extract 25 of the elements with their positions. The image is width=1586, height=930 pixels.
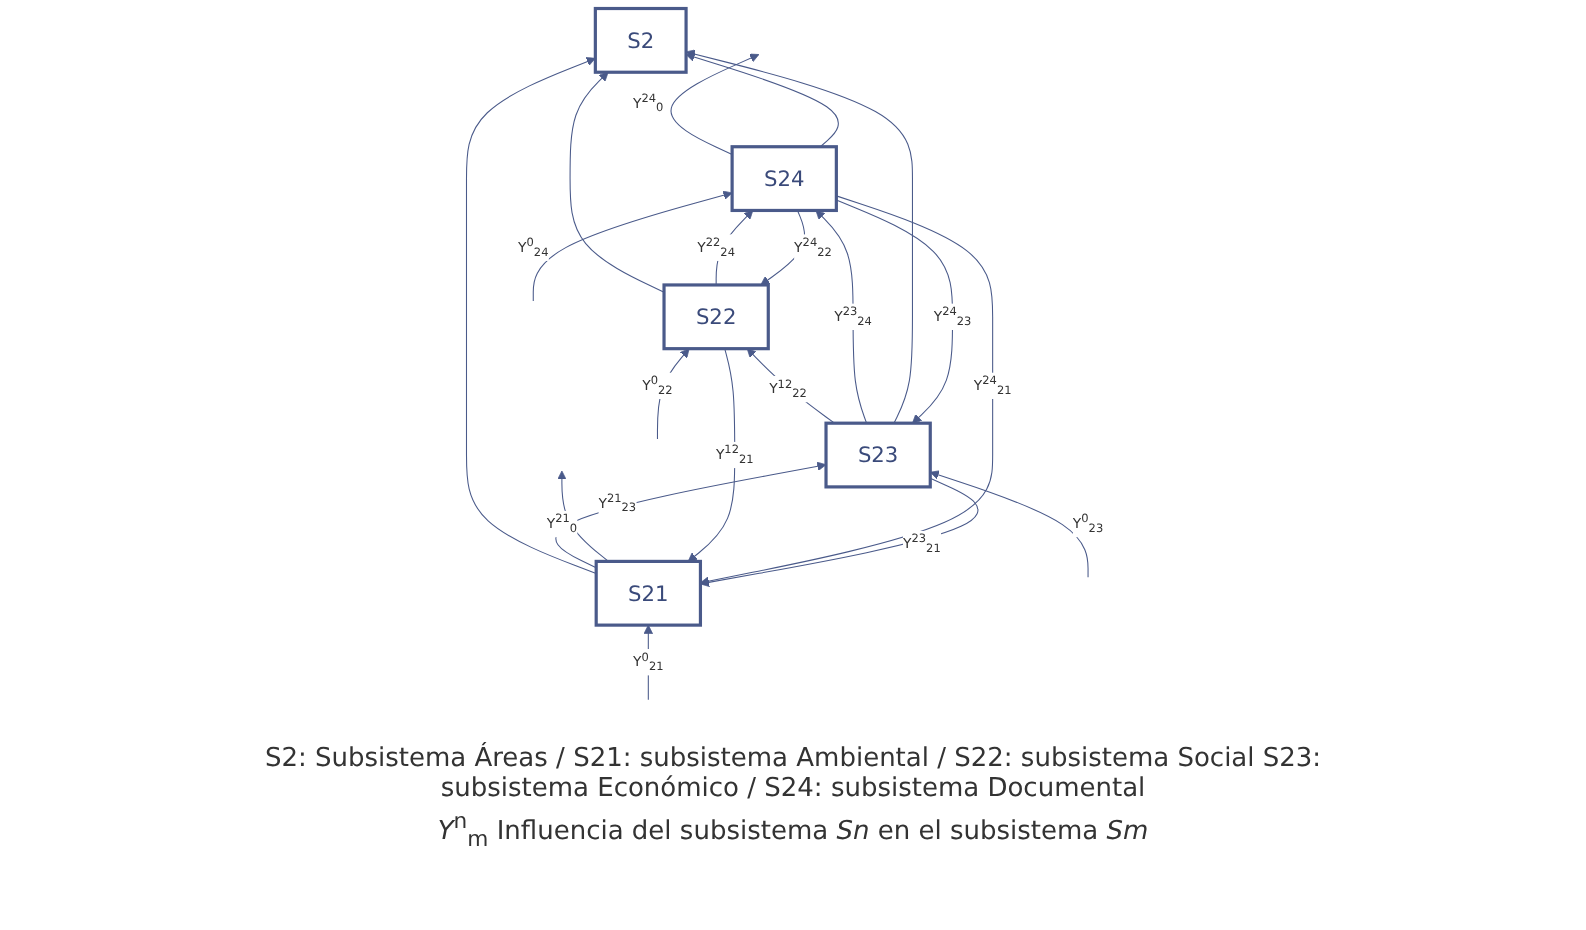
caption: S2: Subsistema Áreas / S21: subsistema Ambiental / S22: subsistema Social S23: subsistema Económico / S24: subsistema Documental [262,744,1324,804]
arrow [835,199,953,424]
arrow [670,53,760,155]
legend-note: Y$^{n}$$_{m}$ Influencia del subsistema Sn en el subsistema Sm [435,808,1151,852]
subsystem-box: S2 [593,6,688,74]
arrow [699,195,993,586]
arrow [815,210,867,424]
arrow [760,209,806,286]
subsystem-box: S22 [662,283,770,351]
subsystem-box: S24 [730,145,838,213]
arrow [685,52,839,148]
arrow [555,461,827,569]
arrow [685,49,913,424]
arrow [569,71,665,293]
subsystem-box: S21 [594,559,702,627]
arrow [532,190,733,302]
arrow [643,624,653,701]
subsystem-box: S23 [824,421,932,489]
arrow [656,348,690,440]
arrow [465,57,597,574]
arrow [699,477,979,587]
arrow [715,210,754,286]
arrow [687,348,736,562]
arrow [929,470,1089,578]
arrow [557,470,609,562]
